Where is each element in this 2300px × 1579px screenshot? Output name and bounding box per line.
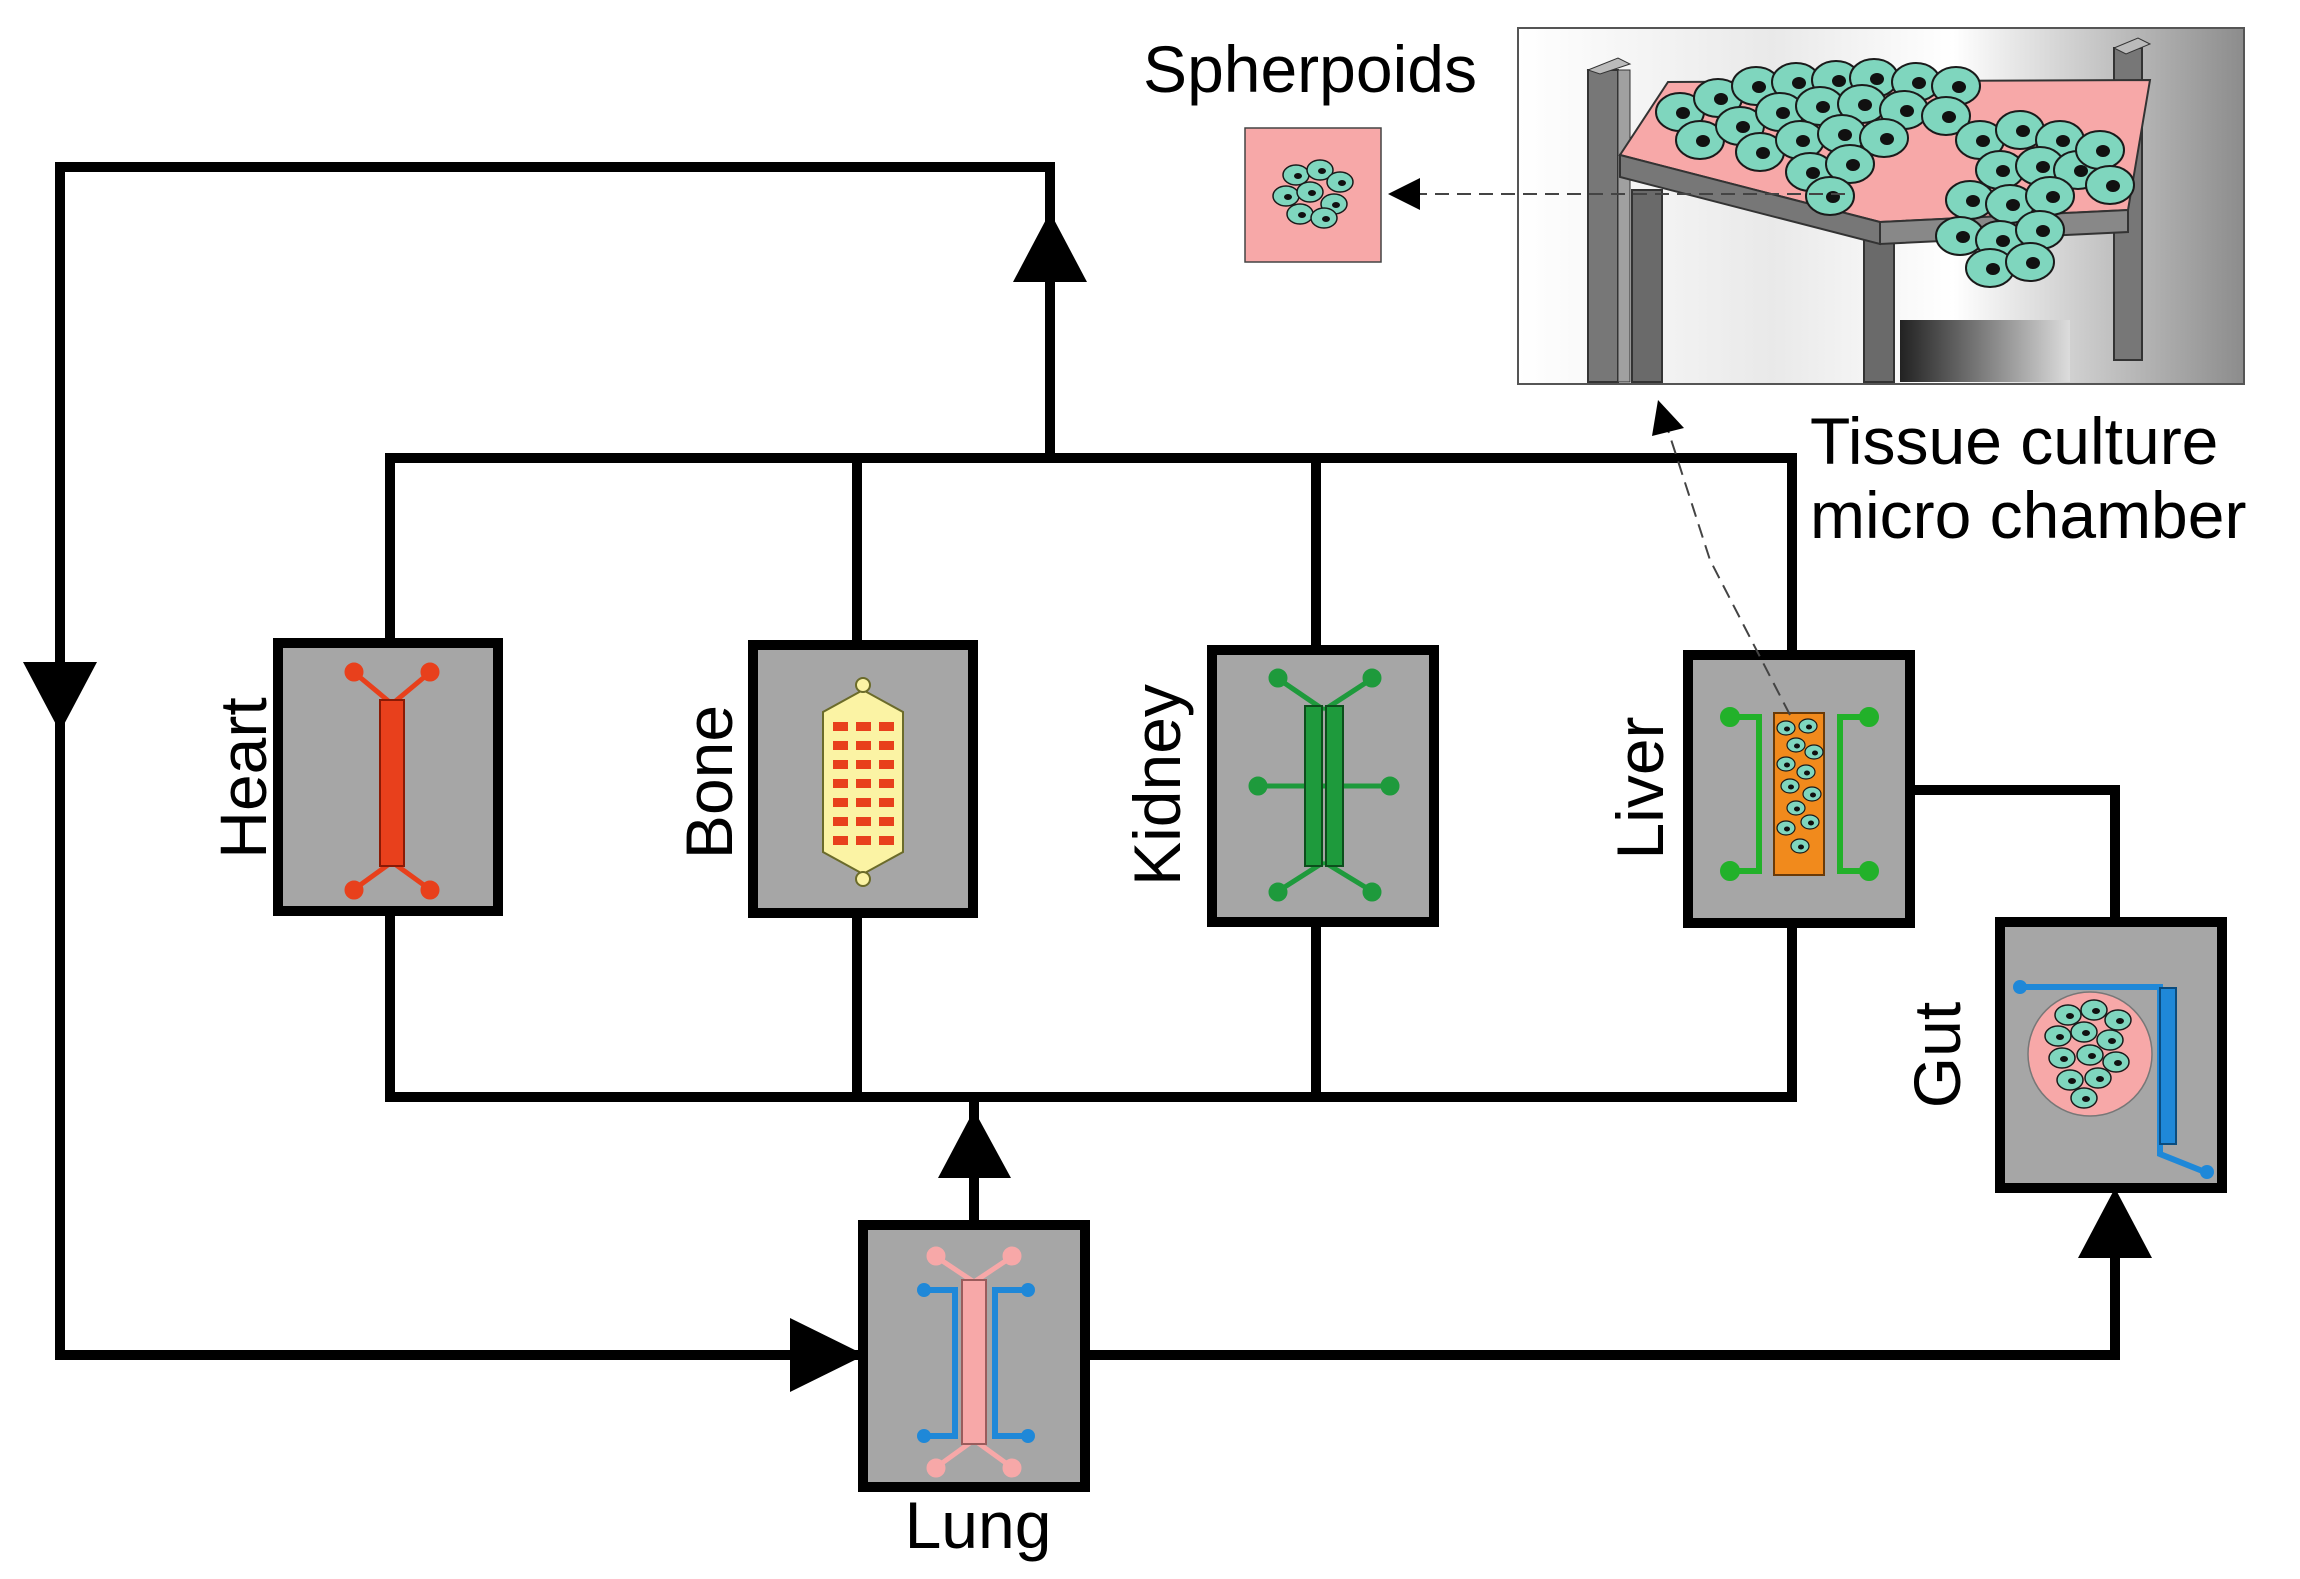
- spheroids-label: Spherpoids: [1143, 32, 1477, 106]
- callout-pointers: [1388, 178, 1845, 716]
- liver-label: Liver: [1603, 716, 1677, 859]
- bone-chip: [748, 640, 978, 918]
- arrow-right-lung: [790, 1318, 865, 1392]
- kidney-chip: [1207, 645, 1439, 927]
- micro-chamber-inset: [1517, 27, 2245, 385]
- lung-label: Lung: [905, 1488, 1052, 1562]
- kidney-label: Kidney: [1120, 684, 1194, 886]
- chamber-label-line2: micro chamber: [1810, 478, 2246, 552]
- gut-chip: [1995, 917, 2227, 1193]
- lung-chip: [858, 1220, 1090, 1492]
- bone-label: Bone: [672, 705, 746, 859]
- chamber-label-line1: Tissue culture: [1810, 404, 2218, 478]
- heart-chip: [273, 638, 503, 916]
- heart-label: Heart: [206, 697, 280, 858]
- arrow-up-top: [1013, 212, 1087, 282]
- liver-chip: [1683, 650, 1915, 928]
- gut-label: Gut: [1900, 1002, 1974, 1108]
- arrow-up-lung: [938, 1110, 1011, 1178]
- arrow-down-left: [23, 662, 97, 732]
- flow-arrows: [23, 212, 2152, 1392]
- spheroid-inset: [1244, 127, 1382, 263]
- arrow-up-gut: [2078, 1188, 2152, 1258]
